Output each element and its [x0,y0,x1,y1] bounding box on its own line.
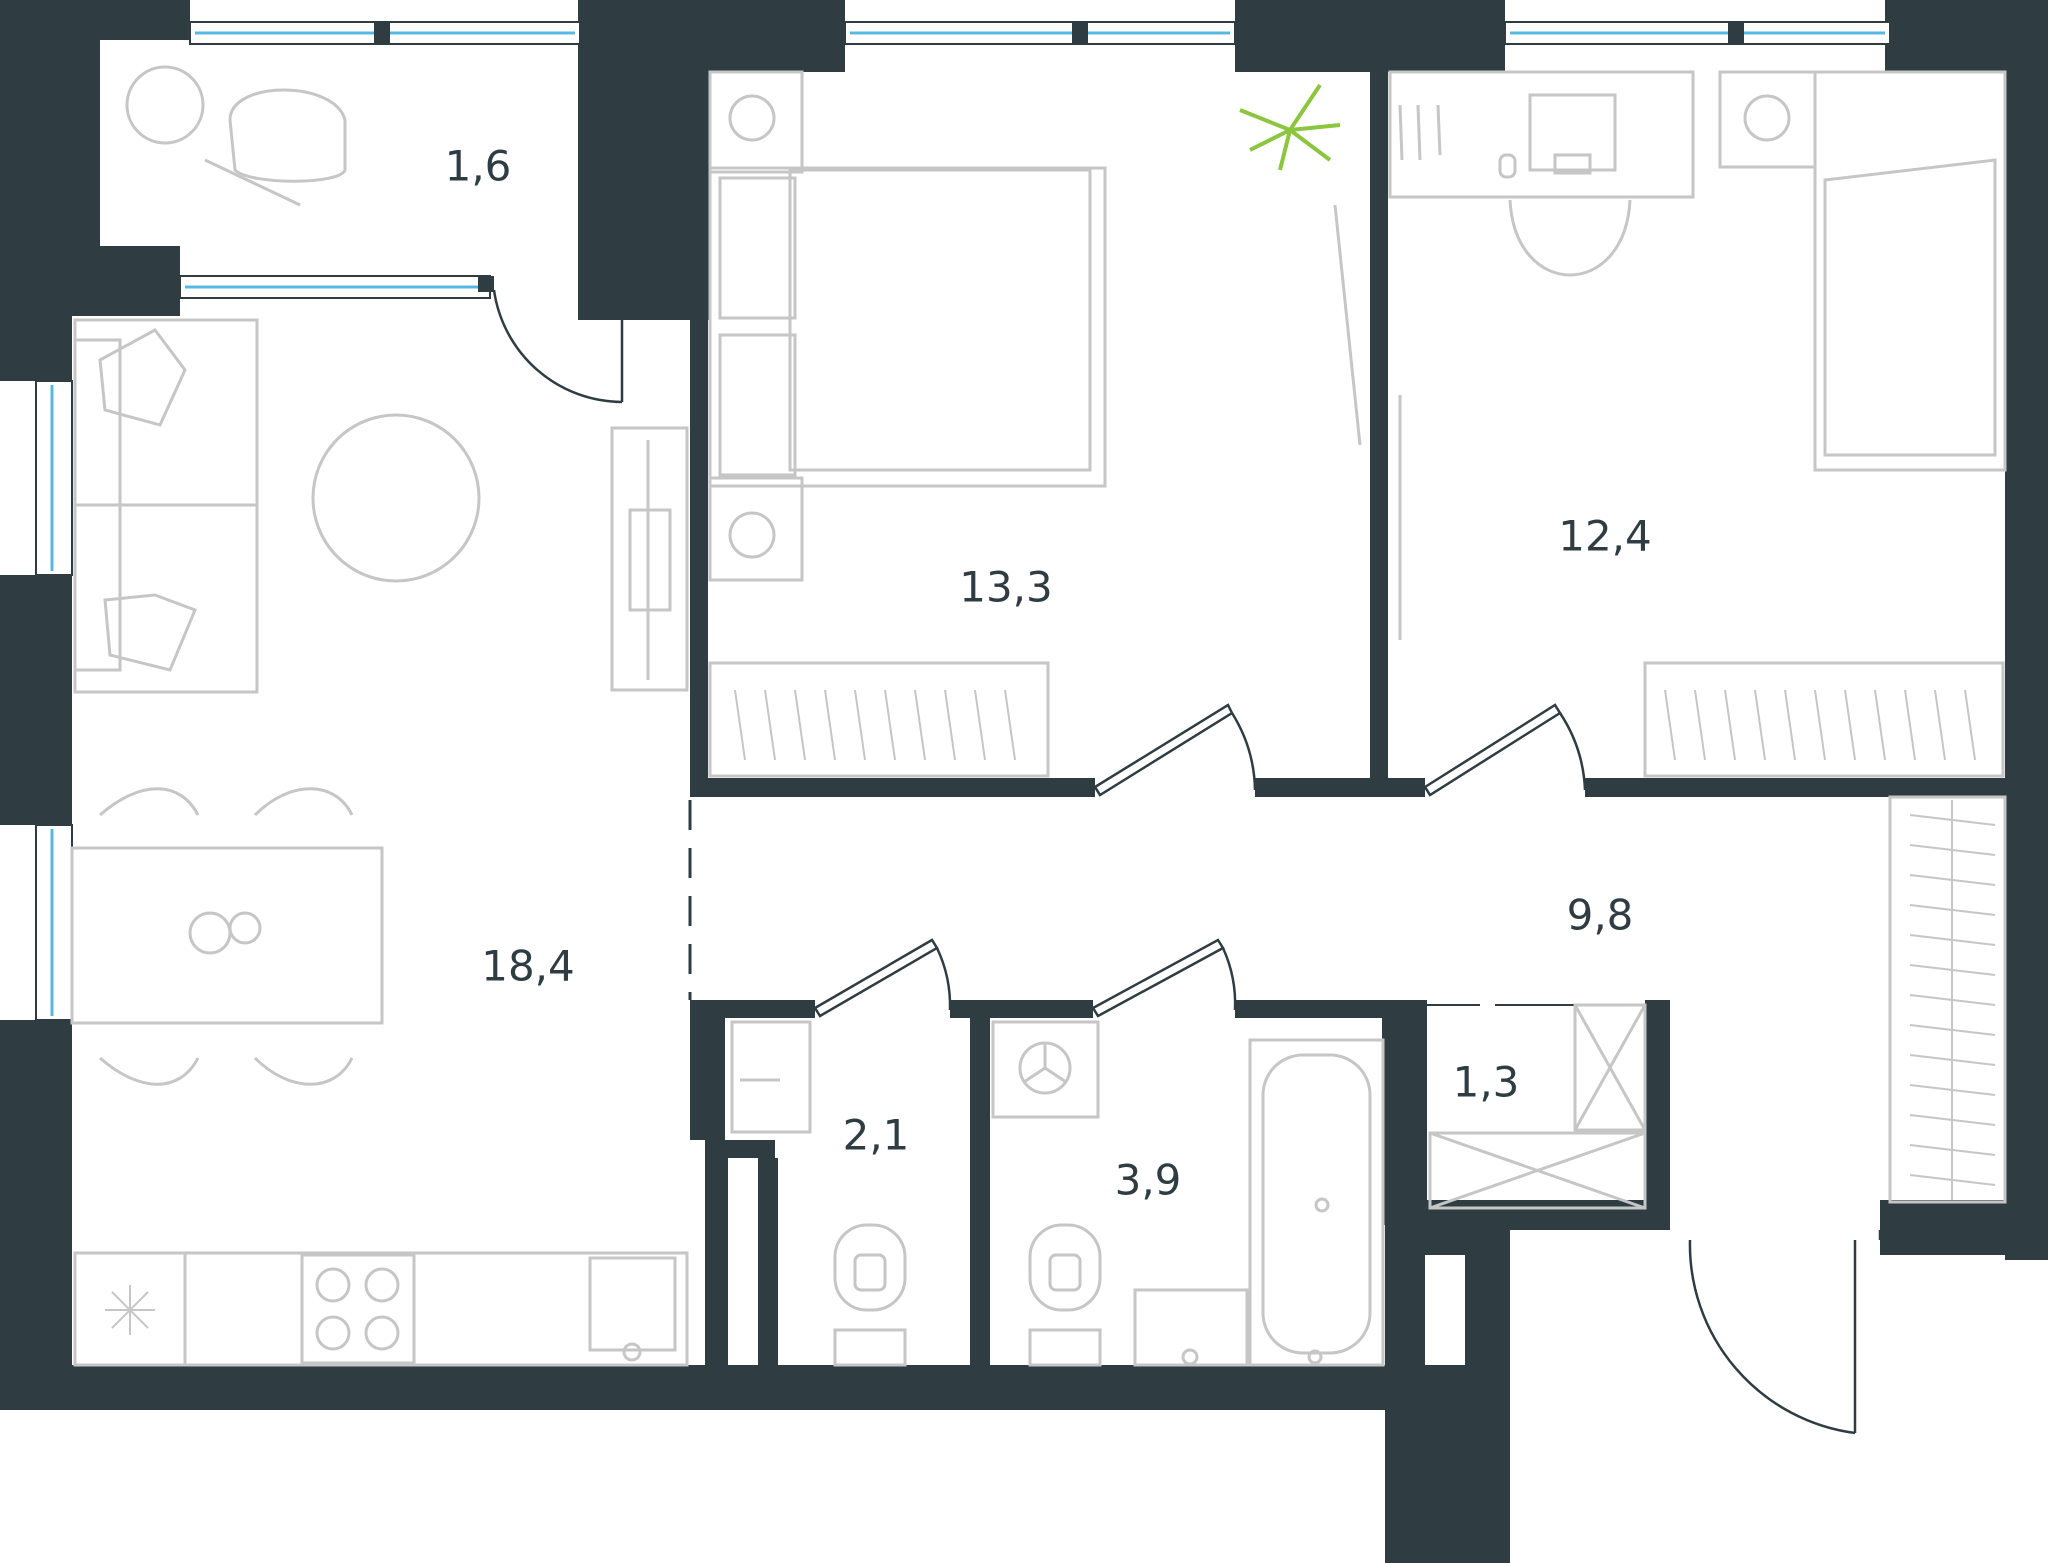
windows [35,21,1891,1021]
room-area-living-kitchen: 18,4 [481,942,575,991]
room-labels: 1,6 13,3 12,4 18,4 9,8 2,1 3,9 1,3 [445,142,1652,1205]
room-area-toilet: 2,1 [843,1111,910,1160]
doors [478,276,1882,1435]
room-area-bathroom: 3,9 [1115,1156,1182,1205]
room-area-balcony: 1,6 [445,142,512,191]
room-area-hallway: 9,8 [1567,891,1634,940]
room-area-storage: 1,3 [1453,1058,1520,1107]
room-area-bedroom-1: 13,3 [959,563,1053,612]
plant-icon [1239,83,1341,171]
room-area-bedroom-2: 12,4 [1558,512,1652,561]
furniture [70,65,2007,1367]
